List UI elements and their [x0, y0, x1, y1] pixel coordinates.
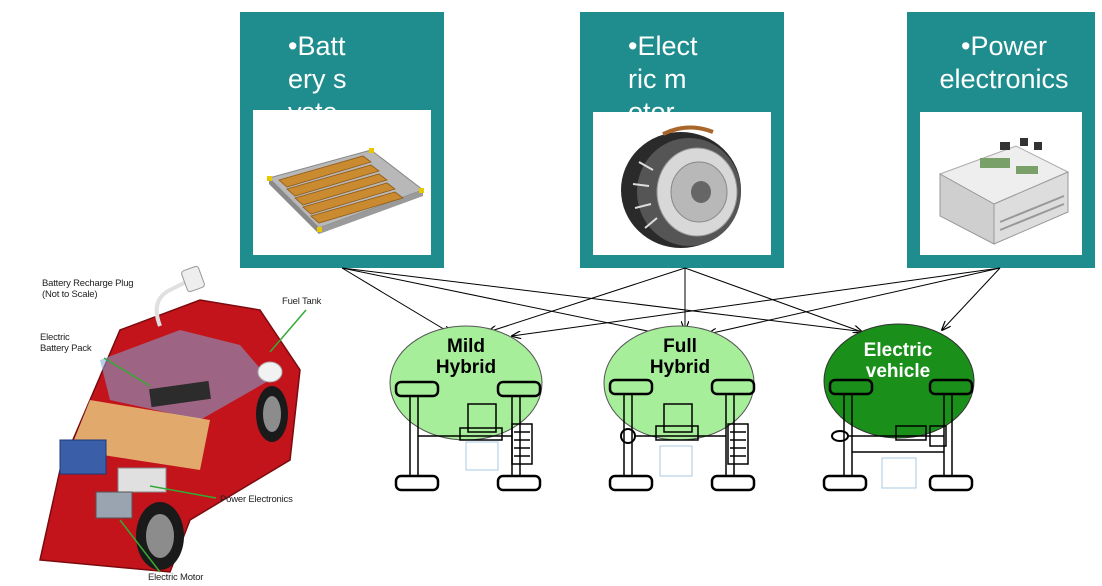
- battery-pack-label: Electric Battery Pack: [40, 332, 92, 354]
- motor-photo: [593, 112, 771, 255]
- fuel-tank-label: Fuel Tank: [282, 296, 322, 307]
- full-hybrid-line1: Full: [663, 336, 697, 357]
- electric-vehicle-line2: vehicle: [865, 361, 931, 382]
- arrow-power-to-full: [708, 267, 1001, 334]
- arrow-power-to-mild: [512, 267, 1001, 336]
- connector-arrows: [341, 267, 1001, 336]
- mild-hybrid-diagram: [389, 325, 543, 492]
- power-electronics-image: [938, 138, 1070, 245]
- hybrid-car-illustration: [39, 265, 307, 573]
- electric-vehicle-label: Electric vehicle: [846, 340, 950, 382]
- full-hybrid-label: Full Hybrid: [632, 336, 728, 378]
- electric-motor-box: •Electric motor: [580, 12, 784, 268]
- mild-hybrid-line2: Hybrid: [435, 357, 497, 378]
- electric-motor-image: [621, 125, 741, 248]
- mild-hybrid-label: Mild Hybrid: [418, 336, 514, 378]
- power-electronics-box: •Power electronics: [907, 12, 1095, 268]
- power-electronics-car-label: Power Electronics: [220, 494, 293, 505]
- electric-vehicle-diagram: [822, 323, 975, 492]
- power-electronics-label: •Power electronics: [939, 31, 1069, 94]
- recharge-plug-label: Battery Recharge Plug (Not to Scale): [42, 278, 134, 300]
- electric-vehicle-ellipse: [823, 323, 975, 439]
- electric-motor-label: •Electric motor: [628, 31, 698, 127]
- power-electronics-photo: [920, 112, 1082, 255]
- electric-motor-car-label: Electric Motor: [148, 572, 204, 583]
- full-hybrid-diagram: [603, 325, 756, 492]
- full-hybrid-line2: Hybrid: [649, 357, 711, 378]
- arrow-power-to-electric: [942, 267, 1001, 330]
- battery-photo: [253, 110, 431, 255]
- electric-vehicle-line1: Electric: [863, 340, 933, 361]
- arrow-battery-to-mild: [341, 267, 452, 334]
- battery-system-box: •Battery system: [240, 12, 444, 268]
- arrow-motor-to-mild: [488, 267, 686, 332]
- arrow-battery-to-electric: [341, 267, 882, 334]
- battery-pack-image: [267, 148, 425, 234]
- mild-hybrid-line1: Mild: [447, 336, 485, 357]
